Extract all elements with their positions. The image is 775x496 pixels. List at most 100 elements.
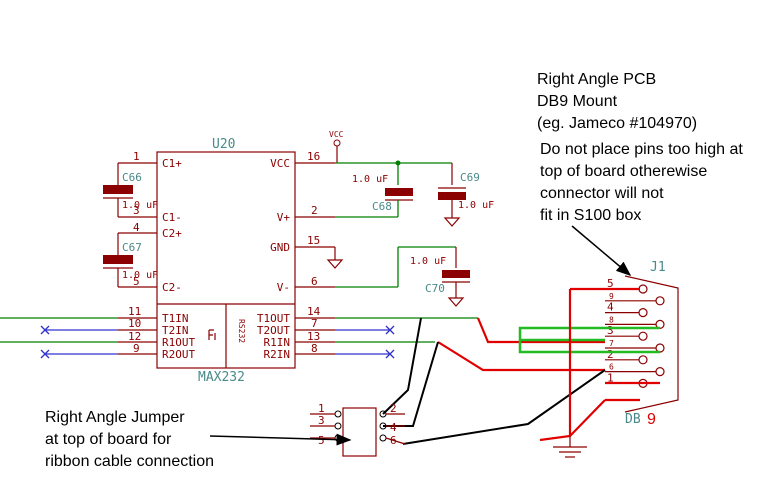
c67-ref: C67	[122, 241, 142, 254]
jumper-pin-1: 1	[318, 402, 325, 415]
no-connect-left-t2in	[40, 325, 50, 335]
note-warning-line-4: fit in S100 box	[540, 207, 641, 224]
c69-value: 1.0 uF	[458, 200, 494, 211]
db9-pin-3	[638, 331, 648, 341]
u20-pin-name-r2out: R2OUT	[162, 348, 195, 361]
u20-pin-num-5: 5	[133, 275, 140, 288]
note-db9-mount: Right Angle PCB DB9 Mount (eg. Jameco #1…	[537, 71, 697, 132]
c66-value: 1.0 uF	[122, 200, 158, 211]
capacitor-c70: 1.0 uF C70	[410, 247, 470, 307]
u20-pin-num-15: 15	[307, 234, 320, 247]
u20-pin-num-1: 1	[133, 150, 140, 163]
u20-pin-num-14: 14	[307, 305, 321, 318]
u20-pin-num-12: 12	[128, 330, 141, 343]
ground-symbol-db9	[553, 436, 587, 458]
note-warning-line-2: top of board otherewise	[540, 163, 707, 180]
u20-pin-name-c2p: C2+	[162, 227, 182, 240]
u20-pin-num-6: 6	[311, 275, 318, 288]
no-connect-right-t2out	[385, 325, 395, 335]
db9-pin-9	[655, 296, 665, 306]
u20-pin-num-3: 3	[133, 204, 140, 217]
c68-ref: C68	[372, 200, 392, 213]
u20-pin-name-r1out: R1OUT	[162, 336, 195, 349]
u20-pin-name-r1in: R1IN	[264, 336, 291, 349]
db9-pin-num-3: 3	[607, 324, 614, 337]
note-mount-line-3: (eg. Jameco #104970)	[537, 115, 697, 132]
c68-value: 1.0 uF	[352, 174, 388, 185]
note-mount-line-2: DB9 Mount	[537, 93, 618, 110]
jumper-pin-5: 5	[318, 434, 325, 447]
db9-pin-num-4: 4	[607, 301, 614, 314]
db9-pin-num-1: 1	[607, 371, 614, 384]
u20-pin-num-8: 8	[311, 342, 318, 355]
u20-pin-name-vp: V+	[277, 211, 291, 224]
u20-inner-label: RS232	[237, 319, 246, 343]
u20-pin-num-16: 16	[307, 150, 320, 163]
u20-pin-name-gnd: GND	[270, 241, 290, 254]
db9-pin-6	[655, 367, 665, 377]
u20-ref: U20	[212, 137, 235, 152]
note-jumper-line-3: ribbon cable connection	[45, 453, 214, 470]
note-warning: Do not place pins too high at top of boa…	[540, 141, 743, 224]
note-warning-line-3: connector will not	[540, 185, 664, 202]
c69-ref: C69	[460, 171, 480, 184]
ground-symbol-u20	[326, 247, 344, 269]
u20-logo	[208, 329, 216, 340]
u20-pin-name-c2m: C2-	[162, 281, 182, 294]
note-jumper: Right Angle Jumper at top of board for r…	[45, 409, 214, 470]
c70-value: 1.0 uF	[410, 256, 446, 267]
note-mount-line-1: Right Angle PCB	[537, 71, 656, 88]
u20-pin-name-t1in: T1IN	[162, 312, 189, 325]
right-angle-jumper: 1 3 5 2 4 6	[310, 402, 406, 457]
no-connect-left-r2out	[40, 349, 50, 359]
db9-pin-5	[638, 284, 648, 294]
arrow-to-jumper	[209, 433, 352, 446]
u20-pin-num-13: 13	[307, 330, 320, 343]
jumper-pin-6: 6	[390, 434, 397, 447]
db9-name-suffix: 9	[647, 411, 656, 428]
u20-pin-num-2: 2	[311, 204, 318, 217]
db9-pin-num-2: 2	[607, 348, 614, 361]
note-jumper-line-2: at top of board for	[45, 431, 172, 448]
capacitor-c66: C66 1.0 uF	[103, 163, 158, 217]
db9-pin-2	[638, 355, 648, 365]
u20-pin-name-c1m: C1-	[162, 211, 182, 224]
jumper-pin-2: 2	[390, 402, 397, 415]
capacitor-c69: C69 1.0 uF	[438, 163, 494, 227]
c67-value: 1.0 uF	[122, 270, 158, 281]
db9-pin-num-6: 6	[609, 363, 614, 372]
note-jumper-line-1: Right Angle Jumper	[45, 409, 185, 426]
c66-ref: C66	[122, 171, 142, 184]
u20-pin-num-10: 10	[128, 317, 141, 330]
u20-pin-num-9: 9	[133, 342, 140, 355]
jumper-pin-3: 3	[318, 414, 325, 427]
c70-ref: C70	[425, 282, 445, 295]
db9-pin-num-9: 9	[609, 292, 614, 301]
vcc-symbol: VCC	[329, 130, 344, 163]
db9-pin-num-8: 8	[609, 315, 614, 324]
u20-pin-name-t2out: T2OUT	[257, 324, 290, 337]
u20-pin-name-t2in: T2IN	[162, 324, 189, 337]
u20-pin-num-4: 4	[133, 221, 140, 234]
u20-pin-name-vm: V-	[277, 281, 290, 294]
j1-ref: J1	[650, 260, 666, 275]
u20-pin-name-r2in: R2IN	[264, 348, 291, 361]
capacitor-c67: C67 1.0 uF	[103, 233, 158, 287]
db9-name-prefix: DB	[625, 412, 641, 427]
u20-pin-num-7: 7	[311, 317, 318, 330]
db9-pin-num-7: 7	[609, 339, 614, 348]
vcc-label: VCC	[329, 130, 344, 139]
u20-pin-name-c1p: C1+	[162, 157, 182, 170]
u20-pin-num-11: 11	[128, 305, 141, 318]
note-warning-line-1: Do not place pins too high at	[540, 141, 743, 158]
capacitor-c68: 1.0 uF C68	[335, 174, 413, 218]
u20-pin-name-t1out: T1OUT	[257, 312, 290, 325]
arrow-to-db9	[571, 225, 632, 276]
u20-part: MAX232	[198, 370, 245, 385]
max232-chip: U20 MAX232 RS232 1 3 4 5 11 10 12 9	[118, 137, 335, 385]
db9-pin-4	[638, 308, 648, 318]
jumper-pin-4: 4	[390, 421, 397, 434]
